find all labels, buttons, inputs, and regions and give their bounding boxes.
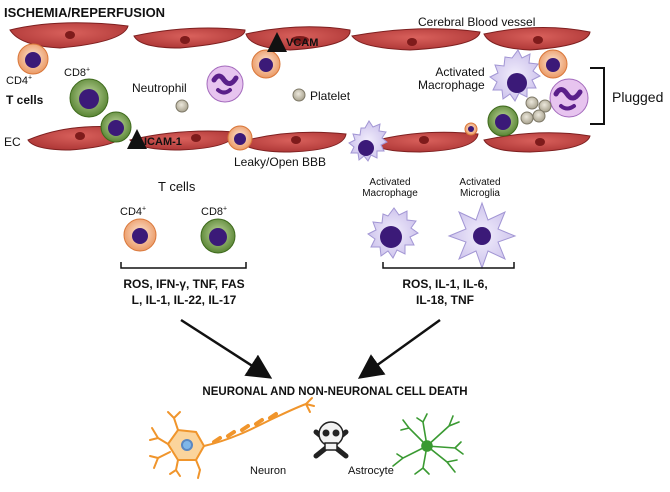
neutrophil-right (549, 78, 589, 118)
right-cytokines-line1: ROS, IL-1, IL-6, (402, 277, 488, 291)
left-cytokines-line1: ROS, IFN-γ, TNF, FAS (123, 277, 245, 291)
diagram-title: ISCHEMIA/REPERFUSION (4, 5, 166, 20)
macrophage-transmigrating (348, 120, 388, 162)
cd8-tcell-top-left (69, 78, 109, 118)
cd4-tcell-top-left (17, 43, 49, 75)
endothelial-row-top (9, 22, 591, 51)
neuron-label: Neuron (250, 465, 287, 477)
left-cytokines-line2: L, IL-1, IL-22, IL-17 (131, 293, 237, 307)
arrow-macrophage-to-death (357, 318, 441, 379)
tcell-cd8-label: CD8+ (64, 66, 91, 79)
ec-label: EC (4, 135, 21, 149)
cd8-tcell-right (487, 105, 519, 137)
plugged-label: Plugged (612, 89, 664, 105)
platelet (292, 88, 306, 102)
left-panel-cd4-label: CD4+ (120, 205, 147, 218)
activated-macrophage-vessel (489, 49, 541, 102)
tcells-label: T cells (6, 93, 44, 107)
arrow-tcells-to-death (180, 318, 273, 379)
platelet-label: Platelet (310, 89, 351, 103)
cerebral-blood-vessel-label: Cerebral Blood vessel (418, 15, 536, 29)
cd4-tcell-transmigrating (227, 125, 253, 151)
cd8-tcell-panel (200, 218, 236, 254)
cd8-tcell-icam (100, 111, 132, 143)
neuron-illustration (149, 397, 315, 479)
cd4-tcell-small-right (464, 122, 478, 136)
astrocyte-illustration (392, 413, 464, 475)
endothelial-cell (351, 28, 481, 51)
activated-macrophage-vessel-label: Activated Macrophage (418, 65, 485, 92)
astrocyte-label: Astrocyte (348, 465, 394, 477)
cd4-tcell-panel (123, 218, 157, 252)
right-panel-bracket (382, 262, 515, 269)
left-panel-bracket (120, 262, 247, 269)
platelet-cluster (520, 96, 552, 125)
plugged-bracket (590, 67, 605, 125)
outcome-label: NEURONAL AND NON-NEURONAL CELL DEATH (202, 386, 468, 398)
activated-macrophage-panel (367, 207, 419, 259)
right-cytokines-line2: IL-18, TNF (415, 293, 474, 307)
skull-crossbones-icon (313, 421, 349, 459)
platelet (175, 99, 189, 113)
neutrophil-label: Neutrophil (132, 81, 187, 95)
leaky-bbb-label: Leaky/Open BBB (234, 155, 327, 169)
cd4-tcell-near-vcam (251, 49, 281, 79)
left-panel-title: T cells (158, 179, 196, 194)
icam-label: ICAM-1 (144, 136, 182, 148)
endothelial-row-bottom (27, 126, 591, 153)
endothelial-cell (133, 27, 246, 49)
left-panel-cd8-label: CD8+ (201, 205, 228, 218)
cd4-tcell-top-right (538, 49, 568, 79)
neutrophil (206, 65, 244, 103)
tcell-cd4-label: CD4+ (6, 74, 33, 87)
vcam-label: VCAM (286, 37, 319, 49)
right-panel-microglia-label: Activated Microglia (459, 177, 501, 199)
activated-microglia-panel (447, 201, 517, 270)
right-panel-macrophage-label: Activated Macrophage (362, 177, 418, 199)
